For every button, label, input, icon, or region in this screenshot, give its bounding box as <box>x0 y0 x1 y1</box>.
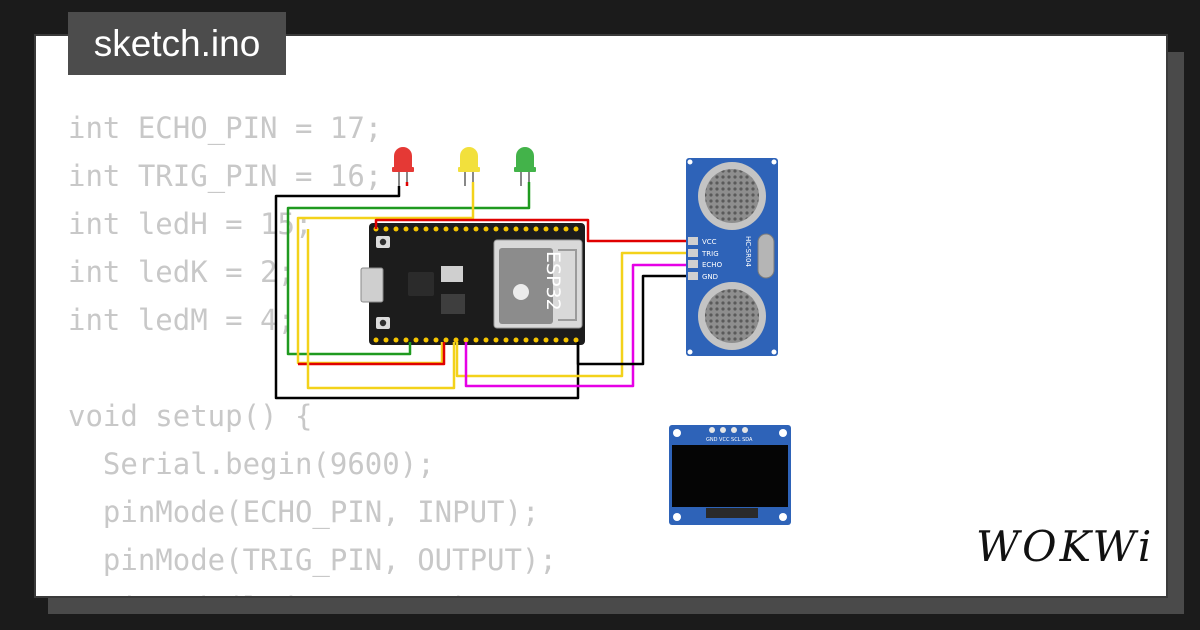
transducer <box>705 289 759 343</box>
code-line: int ledH = 15; <box>68 207 313 241</box>
espressif-logo-icon <box>513 284 529 300</box>
sensor-model: HC-SR04 <box>744 236 752 267</box>
led-yellow[interactable] <box>458 147 480 186</box>
button[interactable] <box>379 319 387 327</box>
chip <box>408 272 434 296</box>
button[interactable] <box>379 238 387 246</box>
crystal <box>757 233 775 279</box>
oled-pin-labels: GND VCC SCL SDA <box>706 437 753 443</box>
sensor-pin-label: ECHO <box>702 261 723 269</box>
wire-yellow <box>455 251 688 378</box>
wire-green <box>286 182 531 356</box>
hc-sr04-sensor[interactable]: HC-SR04 VCC TRIG ECHO GND <box>686 158 778 356</box>
esp32-bottom-pin-header <box>373 337 579 343</box>
code-line: Serial.begin(9600); <box>68 447 435 481</box>
oled-screen <box>672 445 788 507</box>
esp32-top-pin-header <box>373 226 579 232</box>
wire-black <box>576 274 688 366</box>
project-card[interactable]: int ECHO_PIN = 17; int TRIG_PIN = 16; int … <box>34 34 1168 598</box>
wire-magenta <box>464 263 688 388</box>
led-red[interactable] <box>392 147 414 186</box>
antenna-trace <box>558 249 577 321</box>
chip <box>441 266 463 282</box>
led-green[interactable] <box>514 147 536 186</box>
wire-red <box>298 342 446 366</box>
sensor-pin-label: VCC <box>702 238 717 246</box>
esp32-board[interactable]: ESP32 <box>360 223 585 345</box>
wire-red <box>374 182 688 243</box>
wires <box>274 182 688 400</box>
circuit-diagram: ESP32 <box>274 147 791 525</box>
wire-yellow <box>296 182 475 365</box>
file-tab[interactable]: sketch.ino <box>68 12 286 75</box>
code-line: int ECHO_PIN = 17; <box>68 111 383 145</box>
chip <box>441 294 465 314</box>
code-line: void setup() { <box>68 399 313 433</box>
code-preview: int ECHO_PIN = 17; int TRIG_PIN = 16; int … <box>68 104 557 596</box>
code-line: pinMode(ledH, OUTPUT); <box>68 584 557 596</box>
oled-display[interactable]: GND VCC SCL SDA <box>669 425 791 525</box>
wire-black <box>274 186 580 400</box>
wire-yellow <box>306 229 456 390</box>
code-line: pinMode(TRIG_PIN, OUTPUT); <box>68 543 557 577</box>
sensor-pin-label: GND <box>702 273 718 281</box>
sensor-pin-label: TRIG <box>701 250 719 258</box>
code-line: pinMode(ECHO_PIN, INPUT); <box>68 495 540 529</box>
code-line: int TRIG_PIN = 16; <box>68 159 383 193</box>
transducer <box>705 169 759 223</box>
usb-port <box>360 267 384 303</box>
wokwi-logo: WOKWi <box>976 522 1155 571</box>
oled-ribbon <box>706 508 758 518</box>
esp32-label: ESP32 <box>542 251 564 311</box>
